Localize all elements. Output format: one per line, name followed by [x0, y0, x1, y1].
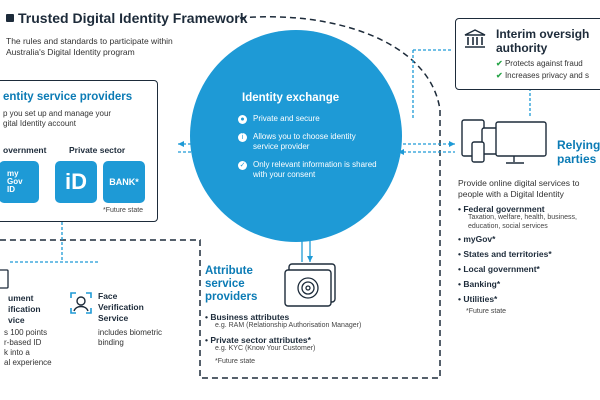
mygov-id-tile[interactable]: my Gov ID [0, 161, 39, 203]
check-icon: ✔ [496, 59, 503, 68]
identity-exchange-circle: Identity exchange ● Private and secure i… [190, 30, 402, 242]
building-icon [464, 29, 486, 48]
relying-parties-title: Relying parties [557, 138, 600, 166]
private-id-tile[interactable]: iD [55, 161, 97, 203]
face-verification-description: includes biometric binding [98, 328, 163, 347]
attribute-item-private-sub: e.g. KYC (Know Your Customer) [215, 344, 316, 352]
fingerprint-folder-icon [284, 263, 336, 307]
face-verification-title: Face Verification Service [98, 291, 144, 323]
check-icon: ✓ [238, 161, 247, 170]
relying-item-federal-sub: Taxation, welfare, health, business, edu… [468, 214, 577, 230]
oversight-authority-panel: Interim oversigh authority ✔ Protects ag… [455, 18, 600, 90]
lock-icon: ● [238, 115, 247, 124]
private-id-label: iD [65, 169, 87, 194]
framework-subtitle: The rules and standards to participate w… [6, 36, 173, 57]
attribute-item-business: • Business attributes [205, 312, 290, 322]
document-icon [0, 269, 9, 289]
isp-government-label: overnment [3, 145, 47, 155]
attribute-title: Attribute service providers [205, 265, 258, 303]
relying-future-note: *Future state [466, 308, 507, 315]
isp-title: entity service providers [3, 91, 133, 103]
relying-item-states: • States and territories* [458, 249, 552, 259]
document-verification-description: s 100 points r-based ID k into a al expe… [4, 328, 52, 367]
document-verification-title: ument ification vice [8, 293, 41, 325]
isp-description: p you set up and manage your gital Ident… [3, 109, 112, 128]
relying-item-federal: • Federal government [458, 204, 545, 214]
oversight-item-privacy: ✔ Increases privacy and s [496, 71, 589, 80]
isp-future-note: *Future state [103, 207, 144, 214]
oversight-title: Interim oversigh authority [496, 27, 590, 55]
bank-label: BANK* [109, 177, 139, 187]
exchange-item-choose: i Allows you to choose identity service … [238, 132, 378, 152]
framework-title: Trusted Digital Identity Framework [18, 10, 248, 26]
relying-item-banking: • Banking* [458, 279, 501, 289]
relying-item-utilities: • Utilities* [458, 294, 498, 304]
exchange-item-private: ● Private and secure [238, 114, 378, 124]
isp-private-label: Private sector [69, 145, 126, 155]
exchange-item-consent: ✓ Only relevant information is shared wi… [238, 160, 377, 179]
mygov-id-label: my Gov ID [7, 169, 23, 194]
bank-tile[interactable]: BANK* [103, 161, 145, 203]
relying-item-mygov: • myGov* [458, 234, 496, 244]
framework-title-marker [6, 14, 14, 22]
face-scan-icon [70, 292, 92, 314]
relying-parties-description: Provide online digital services to peopl… [458, 178, 580, 199]
devices-icon [461, 119, 547, 164]
oversight-item-fraud: ✔ Protects against fraud [496, 59, 583, 68]
attribute-list: • Business attributes e.g. RAM (Relation… [205, 312, 433, 367]
relying-item-local: • Local government* [458, 264, 540, 274]
identity-service-providers-panel: entity service providers p you set up an… [0, 80, 158, 222]
identity-exchange-title: Identity exchange [242, 92, 340, 104]
framework-boundary [0, 16, 441, 379]
check-icon: ✔ [496, 71, 503, 80]
attribute-item-private: • Private sector attributes* [205, 334, 311, 345]
relying-parties-list: • Federal government Taxation, welfare, … [458, 204, 598, 317]
attribute-item-business-sub: e.g. RAM (Relationship Authorisation Man… [215, 322, 362, 329]
info-icon: i [238, 133, 247, 142]
attribute-future-note: *Future state [215, 358, 256, 365]
